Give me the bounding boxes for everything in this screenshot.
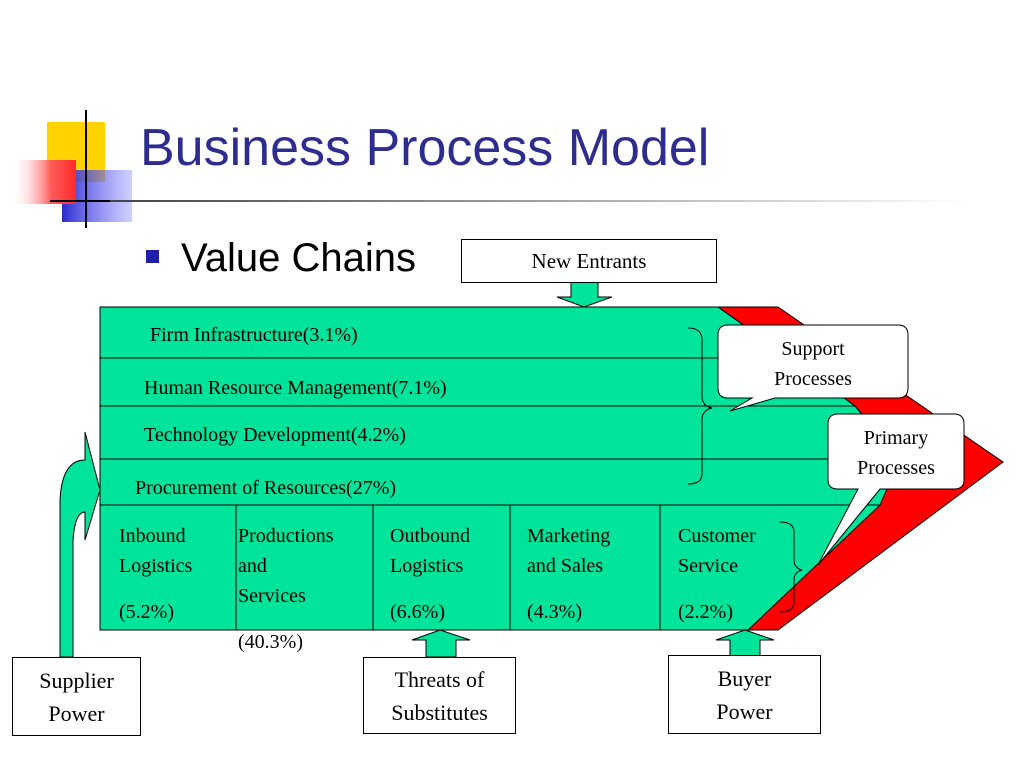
primary-activity-service: Customer Service (2.2%) [678, 521, 756, 627]
logo-red-square [14, 160, 76, 204]
support-brace [687, 327, 713, 485]
primary-activity-share: (6.6%) [390, 601, 445, 623]
slide-title: Business Process Model [140, 119, 710, 177]
support-callout [717, 324, 909, 412]
support-activity-human-resources: Human Resource Management(7.1%) [144, 377, 447, 399]
primary-activity-inbound: Inbound Logistics (5.2%) [119, 521, 192, 627]
primary-activity-share: (5.2%) [119, 601, 174, 623]
primary-activity-share: (40.3%) [238, 631, 303, 653]
primary-activity-share: (2.2%) [678, 601, 733, 623]
supplier-power-box: Supplier Power [12, 657, 141, 736]
supplier-arrow [59, 431, 101, 658]
slide-logo-decoration [14, 110, 970, 228]
new-entrants-box: New Entrants [461, 239, 717, 283]
support-processes-label: Support Processes [774, 338, 852, 390]
primary-activity-operations: Productions and Services (40.3%) [238, 521, 334, 657]
support-activity-procurement: Procurement of Resources(27%) [135, 477, 397, 499]
substitutes-arrow [411, 629, 471, 658]
primary-brace [779, 521, 803, 613]
new-entrants-arrow [556, 281, 613, 308]
buyer-arrow [715, 629, 775, 658]
primary-activity-marketing: Marketing and Sales (4.3%) [527, 521, 610, 627]
primary-callout [817, 413, 965, 566]
title-underline [110, 200, 970, 202]
support-activity-technology: Technology Development(4.2%) [144, 424, 406, 446]
primary-activity-outbound: Outbound Logistics (6.6%) [390, 521, 470, 627]
primary-activity-share: (4.3%) [527, 601, 582, 623]
primary-row [99, 504, 882, 631]
threats-of-substitutes-box: Threats of Substitutes [363, 657, 516, 734]
bullet-text: Value Chains [181, 236, 416, 280]
bullet-square-icon [146, 249, 159, 263]
bullet-item: Value Chains [146, 238, 416, 278]
primary-processes-label: Primary Processes [857, 427, 935, 479]
support-activity-firm-infrastructure: Firm Infrastructure(3.1%) [150, 324, 358, 346]
buyer-power-box: Buyer Power [668, 655, 821, 734]
